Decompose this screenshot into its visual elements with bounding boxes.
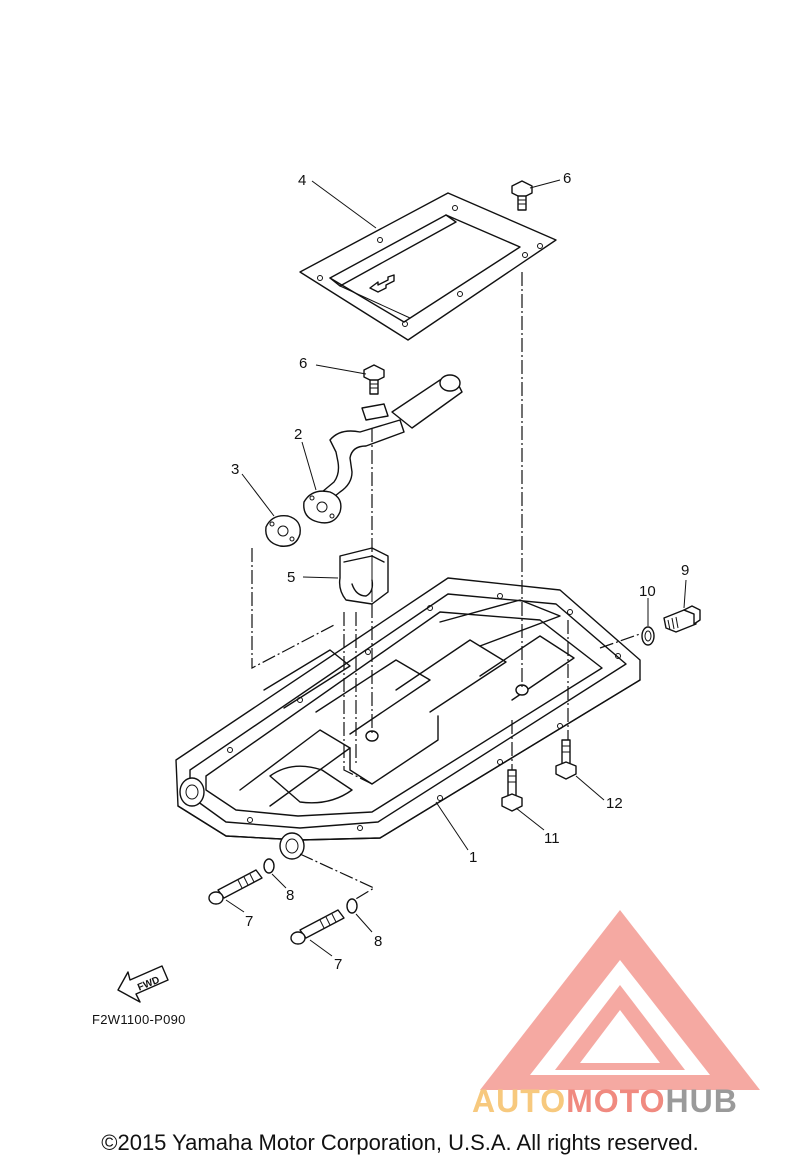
watermark-text: AUTOMOTOHUB xyxy=(472,1083,738,1119)
drain-washer xyxy=(641,626,655,646)
callout-8-upper: 8 xyxy=(286,887,294,904)
callout-7-upper: 7 xyxy=(245,913,253,930)
assembly-lines xyxy=(251,272,641,901)
bolt-pipe xyxy=(363,364,385,395)
callouts: 4 6 6 2 3 5 9 10 1 11 12 8 7 8 7 xyxy=(231,170,689,973)
cover-plate xyxy=(299,192,557,341)
callout-11: 11 xyxy=(544,830,560,847)
oil-pan xyxy=(175,577,641,860)
callout-8-lower: 8 xyxy=(374,933,382,950)
callout-6-pipe: 6 xyxy=(299,355,307,372)
fwd-arrow: FWD xyxy=(117,965,169,1003)
bolt-7b xyxy=(290,909,345,945)
drain-bolt xyxy=(663,605,701,633)
damper xyxy=(338,547,389,605)
oil-strainer-pipe xyxy=(303,374,463,524)
drawing-code: F2W1100-P090 xyxy=(92,1012,186,1027)
leader-lines xyxy=(225,179,687,957)
copyright-notice: ©2015 Yamaha Motor Corporation, U.S.A. A… xyxy=(101,1130,699,1155)
callout-5: 5 xyxy=(287,569,295,586)
callout-6-top: 6 xyxy=(563,170,571,187)
watermark-logo-icon xyxy=(480,910,760,1090)
bolt-11 xyxy=(501,769,523,812)
callout-1: 1 xyxy=(469,849,477,866)
gasket xyxy=(265,515,301,547)
callout-2: 2 xyxy=(294,426,302,443)
automotohub-watermark: AUTOMOTOHUB xyxy=(470,905,800,1120)
callout-3: 3 xyxy=(231,461,239,478)
bolt-top xyxy=(511,180,533,211)
bolt-7a xyxy=(208,869,263,905)
callout-10: 10 xyxy=(639,583,656,600)
washer-8b xyxy=(346,898,358,914)
callout-12: 12 xyxy=(606,795,623,812)
washer-8a xyxy=(263,858,275,874)
bolt-12 xyxy=(555,739,577,780)
callout-4: 4 xyxy=(298,172,306,189)
callout-7-lower: 7 xyxy=(334,956,342,973)
callout-9: 9 xyxy=(681,562,689,579)
